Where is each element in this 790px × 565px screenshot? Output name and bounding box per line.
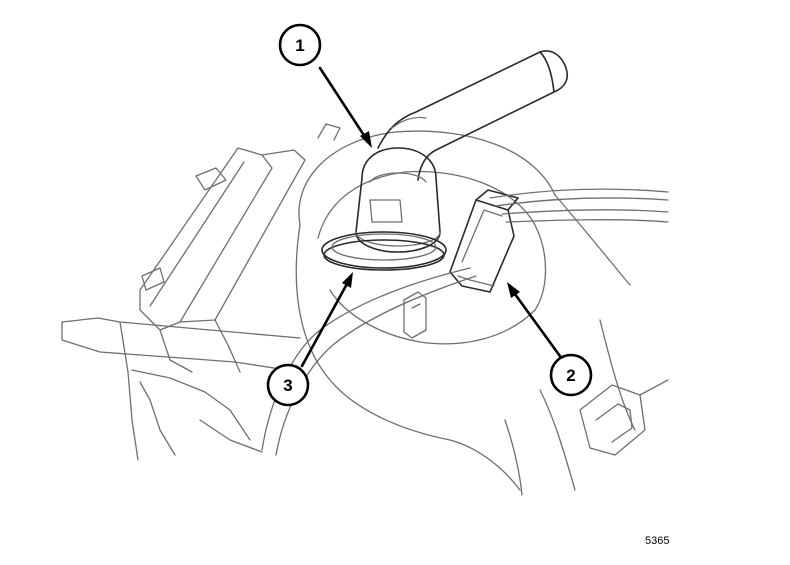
callout-label: 1 [295,36,304,55]
callout-label: 2 [566,366,575,385]
quick-connect-fitting [355,147,441,253]
leader-1 [318,66,372,148]
seal-ring [321,231,447,271]
leader-2 [507,282,567,365]
left-component [139,147,306,373]
left-bracket [61,317,301,461]
callout-2: 2 [549,353,593,397]
module-flange [295,123,636,496]
figure-number: 5365 [645,535,669,547]
electrical-connector [449,189,519,293]
right-connector [579,379,669,456]
callout-3: 3 [266,363,310,407]
callout-1: 1 [278,23,322,67]
wiring-harness [261,188,669,456]
callout-label: 3 [283,376,292,395]
sender-post [403,291,427,339]
leader-3 [300,272,353,368]
fuel-tube [377,50,569,181]
